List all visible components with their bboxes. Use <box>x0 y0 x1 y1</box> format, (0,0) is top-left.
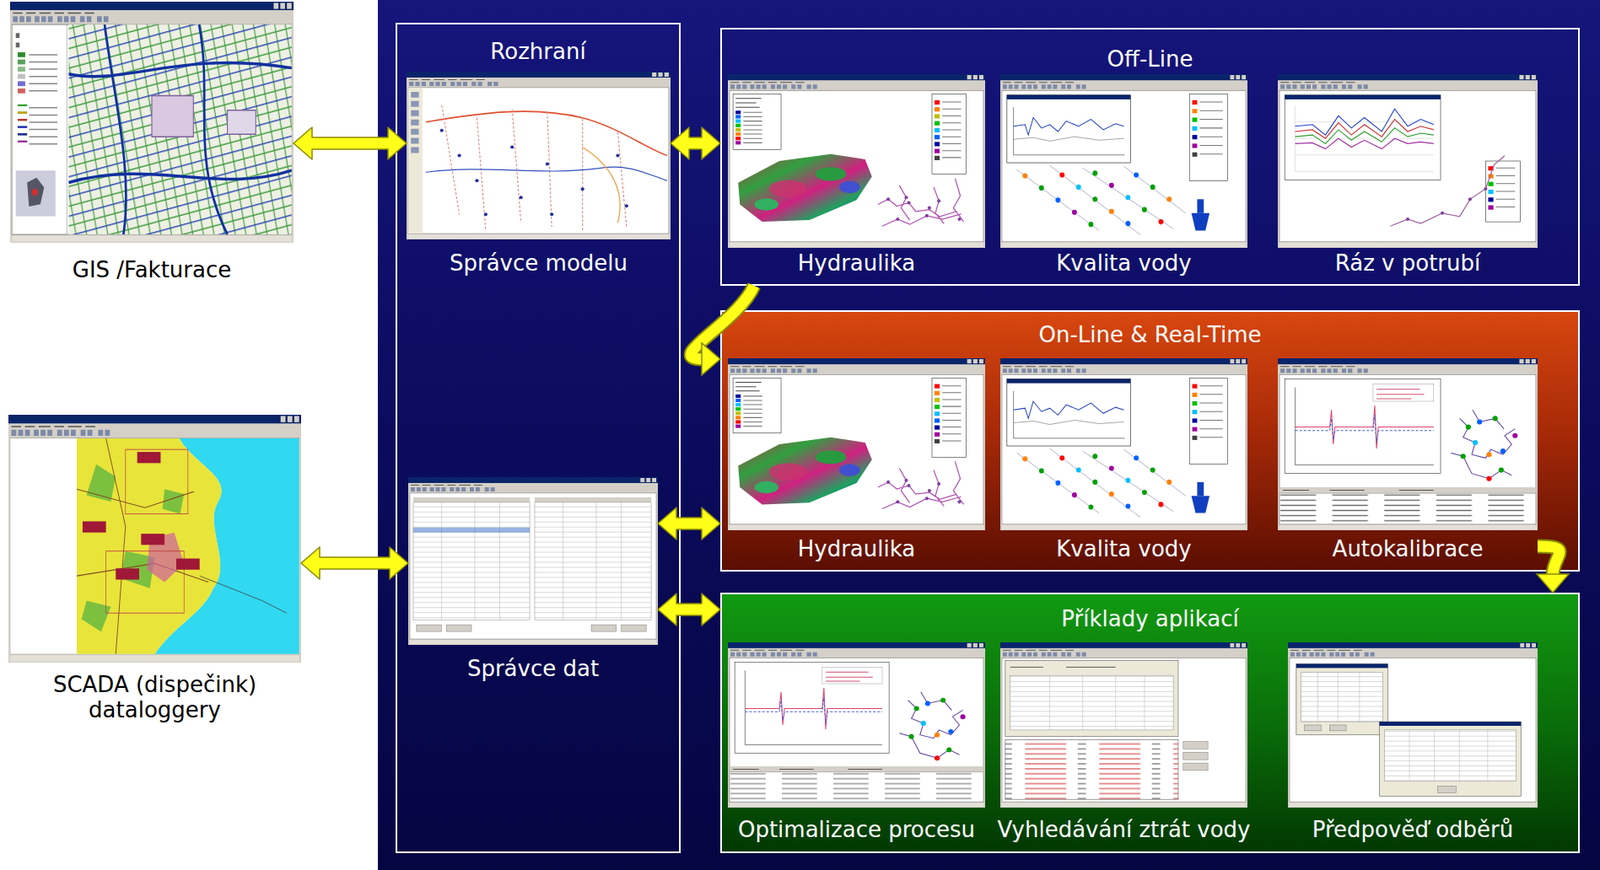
double-arrow <box>670 127 721 160</box>
screenshot-image <box>1277 358 1538 531</box>
screenshot-image <box>1000 642 1248 809</box>
screenshot-content <box>1277 74 1538 248</box>
screenshot-image <box>1287 642 1538 809</box>
screenshot-image <box>406 71 671 240</box>
screenshot-caption: Správce modelu <box>406 250 671 276</box>
screenshot-content <box>408 477 658 646</box>
yellow-arrow <box>301 547 409 580</box>
yellow-arrow <box>657 593 721 626</box>
screenshot-caption: Ráz v potrubí <box>1277 250 1538 276</box>
screenshot-caption: Hydraulika <box>727 536 986 562</box>
screenshot-content <box>1000 358 1248 531</box>
applications-panel: Příklady aplikacíOptimalizace procesuVyh… <box>720 592 1580 854</box>
screenshot-content <box>8 414 302 663</box>
screenshot-caption: Kvalita vody <box>1000 250 1248 276</box>
loss-detection-screenshot: Vyhledávání ztrát vody <box>991 642 1256 845</box>
screenshot-caption: Správce dat <box>408 656 658 682</box>
panel-title: On-Line & Real-Time <box>721 322 1579 348</box>
yellow-arrow <box>293 127 407 160</box>
screenshot-caption: Optimalizace procesu <box>727 817 986 843</box>
screenshot-content <box>10 1 294 243</box>
panel-title: Off-Line <box>721 46 1579 72</box>
interface-panel: RozhraníSprávce modeluSprávce dat <box>395 22 681 854</box>
double-arrow <box>657 593 721 626</box>
screenshot-content <box>727 358 986 531</box>
screenshot-caption: GIS /Fakturace <box>10 257 294 283</box>
screenshot-image <box>1000 358 1248 531</box>
screenshot-caption: Předpověď odběrů <box>1287 817 1538 843</box>
model-manager-screenshot: Správce modelu <box>406 71 671 278</box>
offline-panel: Off-LineHydraulika Kvalita vody Ráz v potr… <box>720 27 1580 286</box>
arrow-head <box>1536 574 1569 593</box>
screenshot-caption: Kvalita vody <box>1000 536 1248 562</box>
hydraulics-screenshot: Hydraulika <box>727 74 986 278</box>
screenshot-image <box>727 74 986 248</box>
screenshot-caption: SCADA (dispečink) dataloggery <box>8 672 302 723</box>
water-quality-screenshot: Kvalita vody <box>1000 358 1248 564</box>
optimization-screenshot: Optimalizace procesu <box>727 642 986 845</box>
double-arrow <box>293 127 407 160</box>
panel-title: Rozhraní <box>397 38 679 65</box>
screenshot-image <box>10 1 294 243</box>
online-panel: On-Line & Real-TimeHydraulika Kvalita vod… <box>720 310 1580 572</box>
data-manager-screenshot: Správce dat <box>408 477 658 684</box>
panel-title: Příklady aplikací <box>721 606 1579 632</box>
gis-screenshot: GIS /Fakturace <box>10 1 294 285</box>
screenshot-caption: Vyhledávání ztrát vody <box>991 817 1256 843</box>
screenshot-image <box>727 358 986 531</box>
scada-screenshot: SCADA (dispečink) dataloggery <box>8 414 302 725</box>
screenshot-image <box>8 414 302 663</box>
arrow-head <box>701 343 721 376</box>
screenshot-caption: Autokalibrace <box>1277 536 1538 562</box>
screenshot-content <box>727 74 986 248</box>
screenshot-caption: Hydraulika <box>727 250 986 276</box>
calibration-screenshot: Autokalibrace <box>1277 358 1538 564</box>
yellow-arrow <box>670 127 721 160</box>
double-arrow <box>657 507 721 540</box>
screenshot-image <box>1000 74 1248 248</box>
yellow-arrow <box>657 507 721 540</box>
forecast-screenshot: Předpověď odběrů <box>1287 642 1538 845</box>
hydraulics-screenshot: Hydraulika <box>727 358 986 564</box>
screenshot-content <box>406 71 671 240</box>
water-quality-screenshot: Kvalita vody <box>1000 74 1248 278</box>
screenshot-image <box>1277 74 1538 248</box>
screenshot-content <box>1287 642 1538 809</box>
screenshot-image <box>408 477 658 646</box>
screenshot-content <box>1000 642 1248 809</box>
surge-screenshot: Ráz v potrubí <box>1277 74 1538 278</box>
screenshot-image <box>727 642 986 809</box>
screenshot-content <box>1000 74 1248 248</box>
double-arrow <box>301 547 409 580</box>
screenshot-content <box>1277 358 1538 531</box>
screenshot-content <box>727 642 986 809</box>
